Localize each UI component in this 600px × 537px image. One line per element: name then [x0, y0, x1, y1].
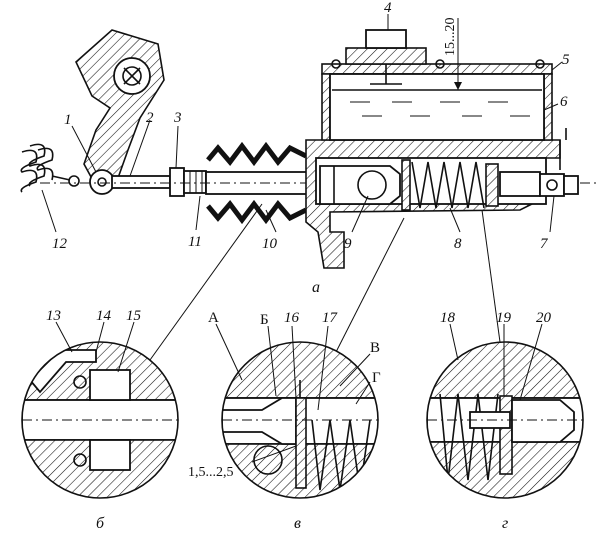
label-v-letter: В: [370, 340, 380, 356]
label-10: 10: [262, 236, 278, 252]
gap-dimension: 1,5...2,5: [188, 465, 234, 480]
label-5: 5: [562, 52, 570, 68]
label-20: 20: [536, 310, 552, 326]
pedal-lever: [75, 29, 165, 195]
cylinder-body: [305, 128, 579, 269]
label-13: 13: [46, 308, 61, 324]
label-19: 19: [496, 310, 512, 326]
caption-detail-g: г: [502, 515, 508, 532]
label-4: 4: [384, 0, 392, 16]
label-b-letter: Б: [260, 312, 269, 328]
label-18: 18: [440, 310, 456, 326]
caption-detail-b: б: [96, 515, 105, 532]
label-1: 1: [64, 112, 72, 128]
label-12: 12: [52, 236, 68, 252]
detail-v: [215, 323, 379, 499]
return-spring: [20, 143, 80, 193]
label-3: 3: [173, 110, 182, 126]
label-9: 9: [344, 236, 352, 252]
view-captions: а б в г: [96, 279, 508, 532]
caption-detail-v: в: [294, 515, 301, 532]
label-2: 2: [146, 110, 154, 126]
label-11: 11: [188, 234, 202, 250]
label-6: 6: [560, 94, 568, 110]
label-17: 17: [322, 310, 339, 326]
caption-main: а: [312, 279, 320, 296]
rubber-boot: [40, 141, 600, 225]
label-8: 8: [454, 236, 462, 252]
label-16: 16: [284, 310, 300, 326]
leader-lines: [41, 14, 563, 361]
pushrod: [111, 167, 207, 197]
detail-b: [21, 321, 179, 499]
fluid-reservoir: [321, 18, 553, 141]
part-labels: 1 2 3 4 5 6 7 8 9 10 11 12 13 14 15 16 1…: [46, 0, 570, 480]
label-a-letter: А: [208, 310, 219, 326]
level-dimension: 15...20: [443, 18, 458, 57]
detail-g: [426, 323, 584, 499]
label-7: 7: [540, 236, 549, 252]
label-14: 14: [96, 308, 112, 324]
label-15: 15: [126, 308, 142, 324]
main-view: [20, 14, 600, 361]
label-g-letter: Г: [372, 370, 381, 386]
